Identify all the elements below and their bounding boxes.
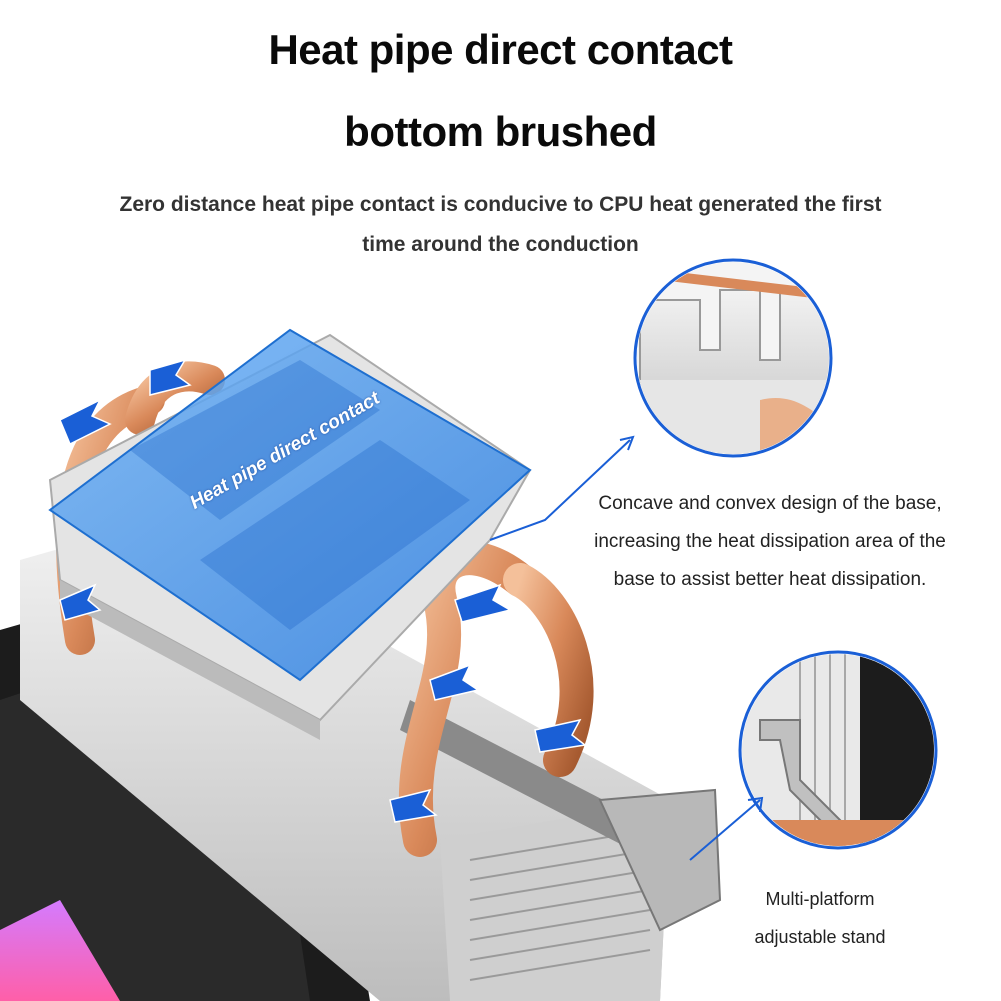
zoom-circle-base xyxy=(633,258,833,458)
callout-text-stand: Multi-platform adjustable stand xyxy=(735,880,905,956)
callout-base-line-3: base to assist better heat dissipation. xyxy=(613,569,927,590)
page-title-line-2: bottom brushed xyxy=(344,108,657,155)
callout-line-stand xyxy=(689,799,761,861)
callout-line-base xyxy=(489,439,631,541)
callout-text-base: Concave and convex design of the base, i… xyxy=(570,485,970,599)
page-title-line-1: Heat pipe direct contact xyxy=(268,26,733,73)
callout-base-line-1: Concave and convex design of the base, xyxy=(598,493,942,514)
mounting-bracket xyxy=(400,700,722,932)
page-subtitle: Zero distance heat pipe contact is condu… xyxy=(119,193,882,256)
airflow-arrows xyxy=(59,358,587,823)
callout-stand-line-2: adjustable stand xyxy=(754,927,886,947)
callout-base-line-2: increasing the heat dissipation area of … xyxy=(594,531,946,552)
zoom-circle-stand xyxy=(738,650,938,850)
contact-overlay xyxy=(48,328,532,682)
callout-stand-line-1: Multi-platform xyxy=(765,889,875,909)
